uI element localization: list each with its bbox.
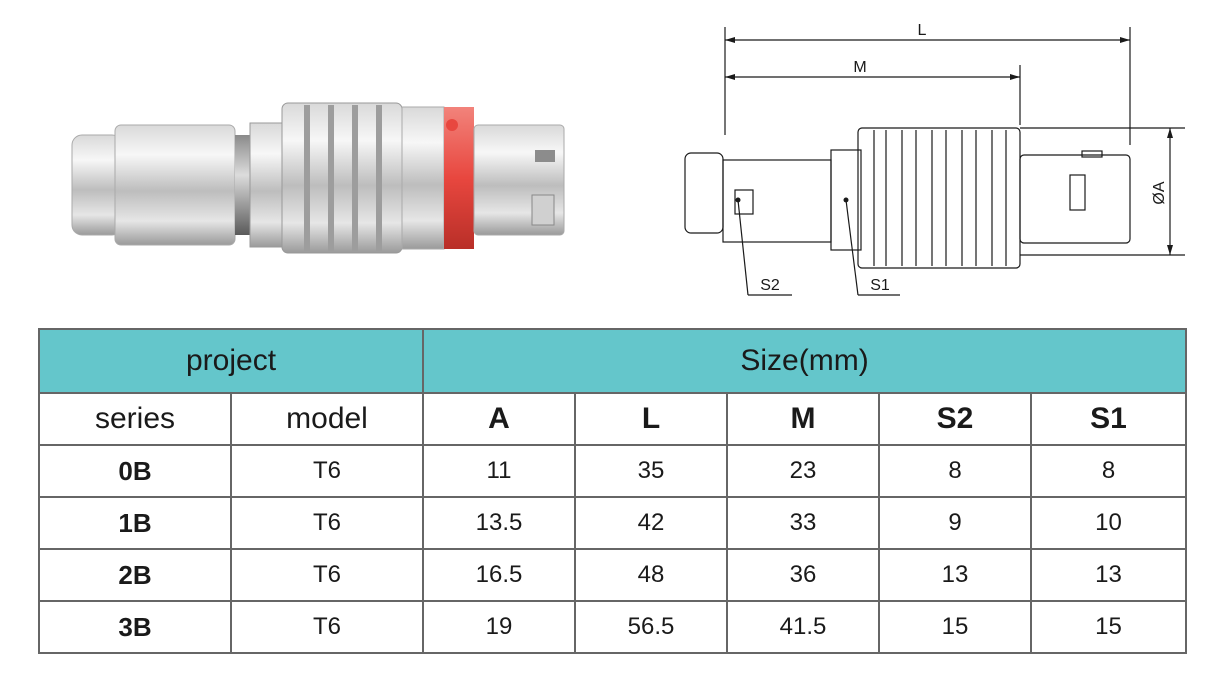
- cell-s2: 15: [878, 600, 1033, 654]
- cell-l: 56.5: [574, 600, 729, 654]
- cell-series: 2B: [38, 548, 232, 602]
- col-header-m: M: [726, 392, 881, 446]
- cell-l: 48: [574, 548, 729, 602]
- col-header-l: L: [574, 392, 729, 446]
- cell-series: 0B: [38, 444, 232, 498]
- cell-model: T6: [229, 548, 425, 602]
- cell-s1: 8: [1030, 444, 1188, 498]
- cell-model: T6: [229, 496, 425, 550]
- cell-m: 36: [726, 548, 881, 602]
- column-header-row: series model A L M S2 S1: [38, 392, 1188, 446]
- dimension-drawing: L M ØA S2 S1: [684, 22, 1185, 296]
- col-header-model: model: [229, 392, 425, 446]
- cell-s1: 10: [1030, 496, 1188, 550]
- cell-model: T6: [229, 444, 425, 498]
- cell-series: 1B: [38, 496, 232, 550]
- cell-a: 19: [422, 600, 577, 654]
- connector-photo: [71, 102, 565, 254]
- cell-a: 11: [422, 444, 577, 498]
- cell-m: 41.5: [726, 600, 881, 654]
- dim-label-a: ØA: [1151, 181, 1168, 204]
- cell-m: 23: [726, 444, 881, 498]
- cell-l: 42: [574, 496, 729, 550]
- cell-a: 13.5: [422, 496, 577, 550]
- table-row: 2B T6 16.5 48 36 13 13: [38, 548, 1188, 602]
- col-header-s1: S1: [1030, 392, 1188, 446]
- dim-label-m: M: [853, 59, 866, 76]
- size-header: Size(mm): [422, 328, 1188, 394]
- table-row: 0B T6 11 35 23 8 8: [38, 444, 1188, 498]
- cell-s2: 13: [878, 548, 1033, 602]
- project-header: project: [37, 328, 425, 394]
- cell-m: 33: [726, 496, 881, 550]
- col-header-a: A: [422, 392, 577, 446]
- table-header-row: project Size(mm): [37, 328, 1188, 394]
- spec-table: project Size(mm) series model A L M S2 S…: [37, 328, 1188, 654]
- table-row: 1B T6 13.5 42 33 9 10: [38, 496, 1188, 550]
- cell-s1: 15: [1030, 600, 1188, 654]
- col-header-s2: S2: [878, 392, 1033, 446]
- col-header-series: series: [38, 392, 232, 446]
- cell-model: T6: [229, 600, 425, 654]
- dim-label-s2: S2: [760, 277, 780, 294]
- cell-a: 16.5: [422, 548, 577, 602]
- cell-s1: 13: [1030, 548, 1188, 602]
- dim-label-s1: S1: [870, 277, 890, 294]
- table-row: 3B T6 19 56.5 41.5 15 15: [38, 600, 1188, 654]
- dim-label-l: L: [918, 22, 927, 39]
- cell-series: 3B: [38, 600, 232, 654]
- cell-s2: 8: [878, 444, 1033, 498]
- cell-l: 35: [574, 444, 729, 498]
- cell-s2: 9: [878, 496, 1033, 550]
